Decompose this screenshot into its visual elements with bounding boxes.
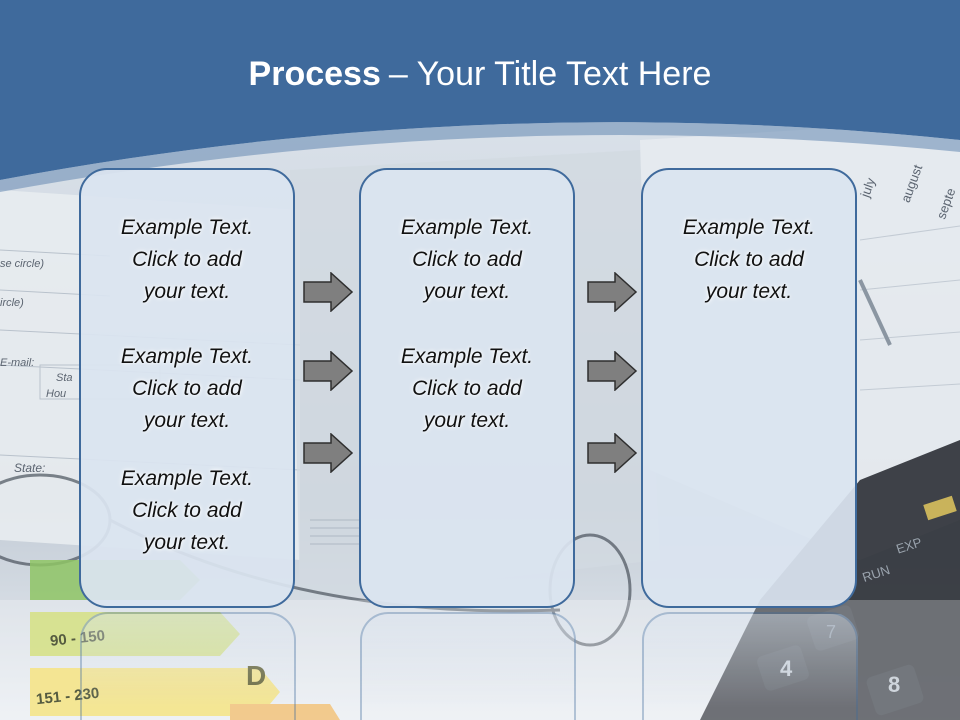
bg-form-label: E-mail: [0, 357, 35, 369]
text-line: Example Text. [120, 216, 254, 239]
text-line: your text. [705, 280, 793, 303]
text-placeholder[interactable]: Example Text. Click to add your text. [643, 212, 855, 308]
bg-calculator-key: 4 [780, 656, 792, 682]
right-arrow-icon[interactable] [587, 272, 637, 312]
text-line: your text. [423, 409, 511, 432]
text-placeholder[interactable]: Example Text. Click to add your text. [81, 341, 293, 437]
process-box-3[interactable]: Example Text. Click to add your text. [641, 168, 857, 608]
bg-rating-letter: D [246, 660, 266, 692]
process-box-1[interactable]: Example Text. Click to add your text. Ex… [79, 168, 295, 608]
text-line: Click to add [132, 377, 242, 400]
text-line: Click to add [132, 248, 242, 271]
text-placeholder[interactable]: Example Text. Click to add your text. [81, 212, 293, 308]
bg-form-label: Hou [46, 388, 67, 400]
bg-form-label: State: [14, 461, 46, 475]
slide-title[interactable]: Process– Your Title Text Here [0, 52, 960, 96]
box-reflection [360, 612, 576, 720]
text-line: Example Text. [120, 467, 254, 490]
box-reflection [80, 612, 296, 720]
text-placeholder[interactable]: Example Text. Click to add your text. [361, 212, 573, 308]
process-box-2[interactable]: Example Text. Click to add your text. Ex… [359, 168, 575, 608]
title-bold-text: Process [248, 55, 381, 93]
text-line: Example Text. [400, 345, 534, 368]
right-arrow-icon[interactable] [303, 272, 353, 312]
text-placeholder[interactable]: Example Text. Click to add your text. [81, 463, 293, 559]
bg-calculator-key: 8 [888, 672, 901, 697]
right-arrow-icon[interactable] [587, 433, 637, 473]
text-line: Click to add [132, 499, 242, 522]
right-arrow-icon[interactable] [587, 351, 637, 391]
bg-form-label: ircle) [0, 297, 24, 309]
box-reflection [642, 612, 858, 720]
text-line: your text. [143, 280, 231, 303]
text-line: your text. [143, 531, 231, 554]
text-line: Example Text. [400, 216, 534, 239]
text-line: Click to add [694, 248, 804, 271]
right-arrow-icon[interactable] [303, 433, 353, 473]
text-line: Click to add [412, 377, 522, 400]
text-line: Click to add [412, 248, 522, 271]
bg-form-label: se circle) [0, 258, 45, 270]
title-rest-text: – Your Title Text Here [388, 55, 712, 93]
bg-form-label: Sta [56, 372, 73, 384]
text-line: your text. [143, 409, 231, 432]
text-line: Example Text. [682, 216, 816, 239]
text-line: Example Text. [120, 345, 254, 368]
text-line: your text. [423, 280, 511, 303]
right-arrow-icon[interactable] [303, 351, 353, 391]
text-placeholder[interactable]: Example Text. Click to add your text. [361, 341, 573, 437]
